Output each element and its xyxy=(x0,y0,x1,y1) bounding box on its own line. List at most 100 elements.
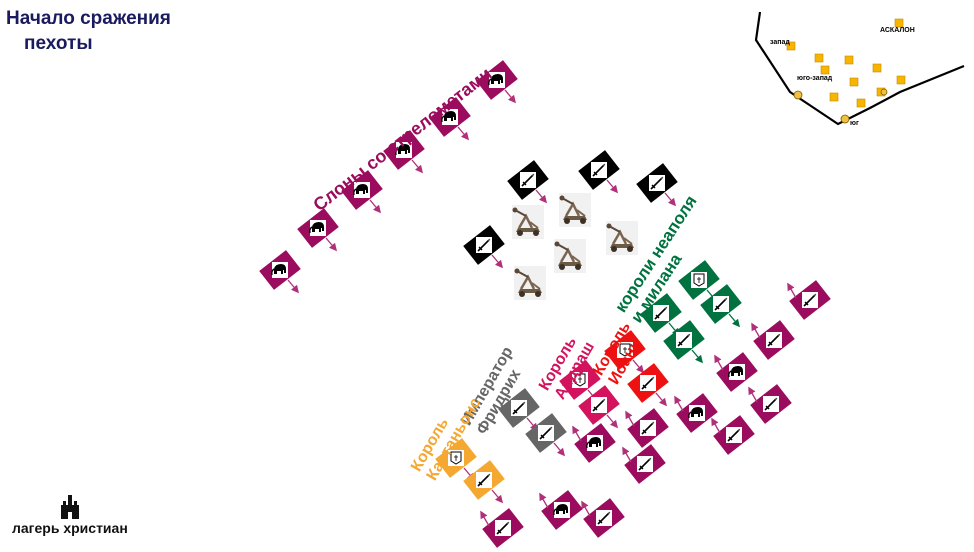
unit-marker xyxy=(578,150,620,190)
sword-icon xyxy=(475,471,493,489)
unit-marker xyxy=(640,293,682,333)
movement-arrow xyxy=(325,237,337,252)
movement-arrow xyxy=(691,349,703,364)
unit-marker xyxy=(578,385,620,425)
movement-arrow xyxy=(553,442,565,457)
unit-marker xyxy=(753,320,795,360)
movement-arrow xyxy=(457,126,469,141)
movement-arrow xyxy=(664,192,676,207)
sword-icon xyxy=(537,424,555,442)
elephant-icon xyxy=(553,501,571,519)
movement-arrow xyxy=(622,446,632,463)
sword-icon xyxy=(725,426,743,444)
unit-marker xyxy=(507,160,549,200)
sword-icon xyxy=(636,455,654,473)
movement-arrow xyxy=(632,359,644,374)
movement-arrow xyxy=(287,279,299,294)
sword-icon xyxy=(639,374,657,392)
movement-arrow xyxy=(751,322,761,339)
elephant-icon xyxy=(309,219,327,237)
unit-marker xyxy=(663,320,705,360)
sword-icon xyxy=(762,395,780,413)
sword-icon xyxy=(801,291,819,309)
unit-marker xyxy=(750,384,792,424)
movement-arrow xyxy=(748,386,758,403)
unit-marker xyxy=(482,508,524,548)
title-line-2: пехоты xyxy=(24,33,93,54)
movement-arrow xyxy=(491,489,503,504)
unit-marker xyxy=(541,490,583,530)
movement-arrow xyxy=(625,410,635,427)
sword-icon xyxy=(590,161,608,179)
inset-label-askalon: АСКАЛОН xyxy=(880,27,915,34)
castle-icon xyxy=(61,495,79,519)
unit-marker xyxy=(713,415,755,455)
unit-marker xyxy=(429,97,471,137)
unit-marker xyxy=(341,170,383,210)
unit-marker xyxy=(463,225,505,265)
inset-label-yug: юг xyxy=(850,120,859,127)
inset-label-zapad: запад xyxy=(770,39,790,46)
sword-icon xyxy=(590,396,608,414)
catapult-group xyxy=(510,191,640,302)
elephant-icon xyxy=(728,363,746,381)
movement-arrow xyxy=(711,417,721,434)
elephant-icon xyxy=(271,261,289,279)
movement-arrow xyxy=(369,199,381,214)
sword-icon xyxy=(494,519,512,537)
unit-marker xyxy=(676,393,718,433)
unit-marker xyxy=(583,498,625,538)
unit-marker xyxy=(636,163,678,203)
page-title: Начало сражения пехоты xyxy=(6,6,206,56)
movement-arrow xyxy=(581,500,591,517)
sword-icon xyxy=(639,419,657,437)
catapult-icon xyxy=(510,203,546,241)
movement-arrow xyxy=(606,179,618,194)
sword-icon xyxy=(765,331,783,349)
unit-marker xyxy=(700,284,742,324)
unit-marker xyxy=(716,352,758,392)
title-line-1: Начало сражения xyxy=(6,8,171,29)
movement-arrow xyxy=(674,395,684,412)
elephant-icon xyxy=(688,404,706,422)
inset-map xyxy=(754,11,965,126)
catapult-icon xyxy=(552,237,588,275)
catapult-icon xyxy=(604,219,640,257)
elephant-icon xyxy=(586,434,604,452)
sword-icon xyxy=(475,236,493,254)
unit-marker xyxy=(463,460,505,500)
inset-label-yugo-zapad: юго-запад xyxy=(797,75,833,82)
catapult-icon xyxy=(557,191,593,229)
movement-arrow xyxy=(491,254,503,269)
sword-icon xyxy=(712,295,730,313)
unit-marker xyxy=(624,444,666,484)
movement-arrow xyxy=(572,425,582,442)
unit-marker xyxy=(435,438,477,478)
movement-arrow xyxy=(539,492,549,509)
sword-icon xyxy=(519,171,537,189)
unit-marker xyxy=(383,130,425,170)
movement-arrow xyxy=(411,159,423,174)
movement-arrow xyxy=(535,189,547,204)
sword-icon xyxy=(595,509,613,527)
movement-arrow xyxy=(504,89,516,104)
sword-icon xyxy=(510,399,528,417)
unit-marker xyxy=(678,260,720,300)
unit-marker xyxy=(574,423,616,463)
unit-marker xyxy=(259,250,301,290)
unit-marker xyxy=(559,360,601,400)
movement-arrow xyxy=(787,282,797,299)
sword-icon xyxy=(648,174,666,192)
camp-label: лагерь христиан xyxy=(12,520,128,536)
unit-marker xyxy=(476,60,518,100)
sword-icon xyxy=(675,331,693,349)
catapult-icon xyxy=(512,264,548,302)
movement-arrow xyxy=(728,313,740,328)
unit-marker xyxy=(498,388,540,428)
unit-marker xyxy=(297,208,339,248)
unit-marker xyxy=(789,280,831,320)
unit-marker xyxy=(525,413,567,453)
banner-icon xyxy=(690,271,708,289)
unit-marker xyxy=(604,330,646,370)
